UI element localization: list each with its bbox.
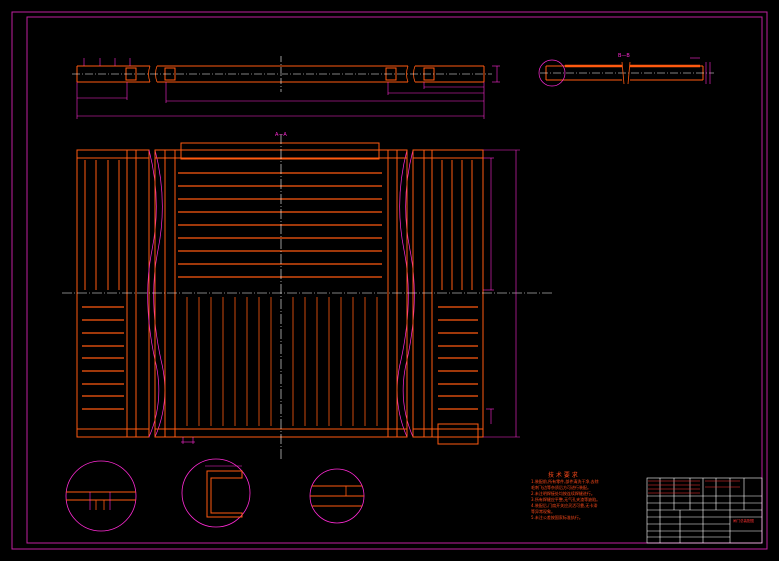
detail-circle-2 — [181, 458, 251, 528]
technical-requirement-line: 2.未注明焊接处均按连续焊缝进行。 — [531, 491, 595, 496]
outer-frame — [11, 11, 768, 550]
detail-circle-3 — [309, 468, 365, 524]
left-lower-bars — [82, 306, 124, 410]
section-a-label: A—A — [275, 132, 287, 138]
section-b-dimensions — [690, 57, 711, 84]
drawing-name: 闸门总装配图 — [733, 519, 754, 523]
center-lower-slats — [186, 297, 378, 426]
technical-requirement-line: 4.装配后,门扇开关应灵活可靠,无卡滞 — [531, 503, 598, 508]
technical-requirement-line: 毛刺飞边等杂质后方可进行装配。 — [531, 485, 591, 490]
title-block — [646, 477, 763, 544]
detail-circle-1 — [65, 460, 137, 532]
technical-requirement-line: 5.未注公差按国家标准执行。 — [531, 515, 583, 520]
beam-dimension-lines — [76, 58, 500, 119]
technical-requirement-line: 1.装配前,所有零件,部件清洗干净,去除 — [531, 479, 599, 484]
left-outer-frame — [76, 149, 150, 438]
section-b-detail-circle — [538, 59, 566, 87]
technical-requirement-line: 3.所有焊缝应平整,无气孔夹渣等缺陷。 — [531, 497, 601, 502]
right-outer-frame — [412, 149, 484, 445]
title-block-red-lines — [648, 480, 740, 494]
section-b-break — [621, 61, 631, 85]
main-dimension-lines — [181, 149, 520, 444]
section-b-label: B—B — [618, 53, 630, 59]
section-b-view — [545, 64, 704, 81]
technical-requirements-title: 技 术 要 求 — [548, 472, 578, 479]
technical-requirement-line: 等异常现象。 — [531, 509, 555, 514]
inner-frame — [26, 16, 763, 544]
center-upper-bars — [178, 172, 382, 278]
right-lower-bars — [438, 306, 478, 410]
